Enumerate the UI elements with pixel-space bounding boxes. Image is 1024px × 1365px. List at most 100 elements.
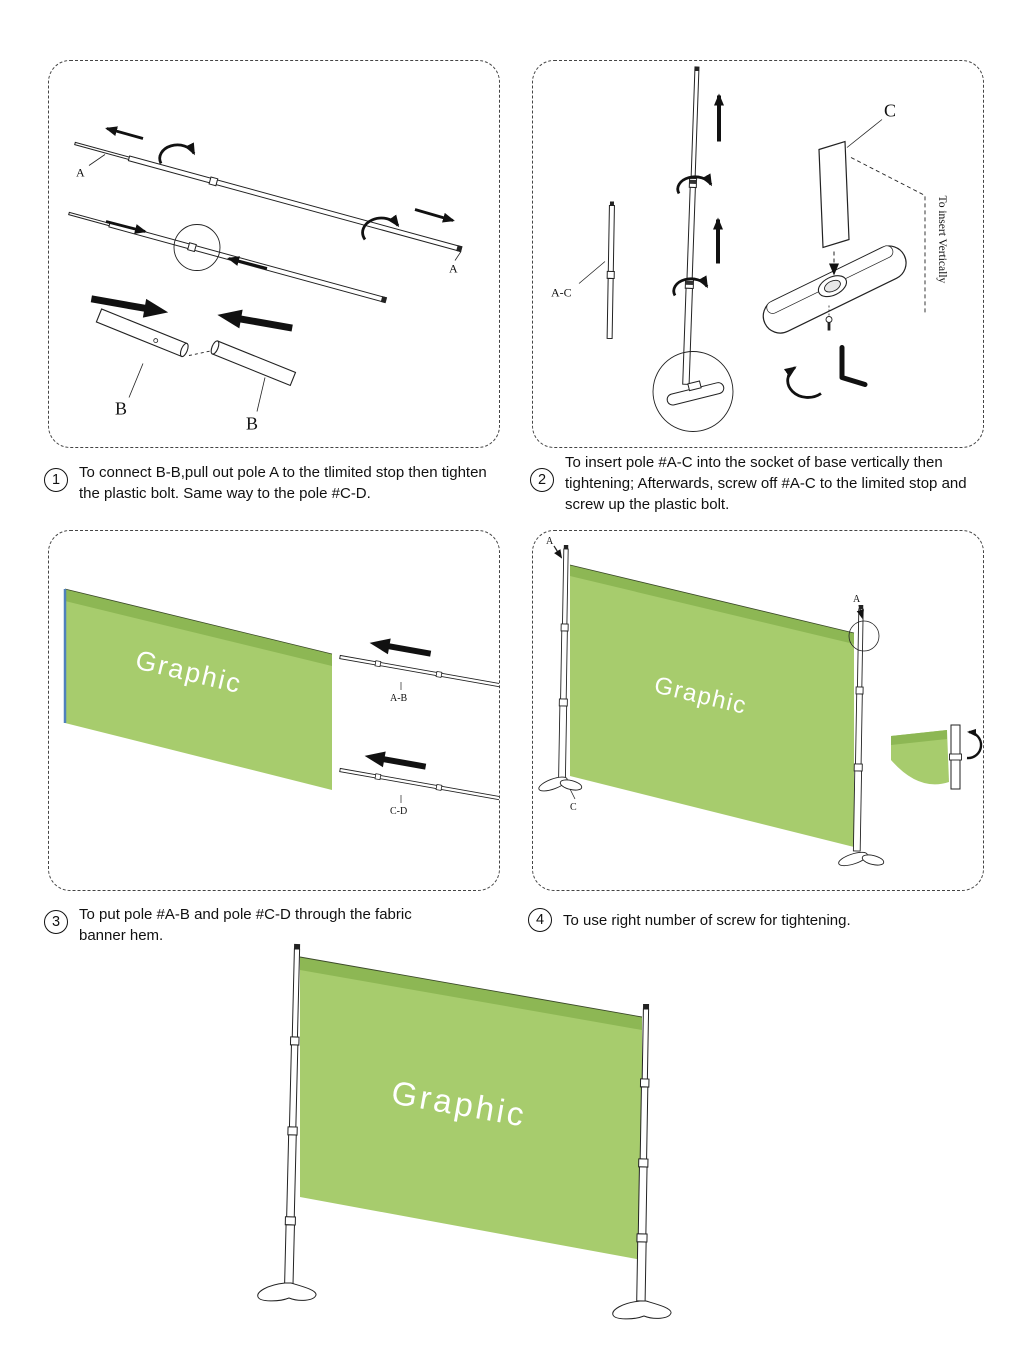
step-3: 3 To put pole #A-B and pole #C-D through… — [44, 904, 464, 946]
arrow-rotate-collar-1 — [676, 173, 713, 195]
step-1-text: To connect B-B,pull out pole A to the tl… — [79, 464, 487, 502]
foot-detail-circle — [652, 351, 734, 432]
pole-a-upper — [74, 141, 463, 253]
fabric-banner: Graphic — [63, 588, 333, 790]
base-plate — [762, 245, 907, 334]
big-arrow-right — [90, 295, 169, 318]
foot-detail — [666, 380, 725, 406]
step1-figure: A A — [68, 126, 463, 434]
tube-b-left — [95, 308, 189, 358]
join-guide — [188, 350, 214, 356]
label-pole-ab: A-B — [390, 693, 408, 704]
arrow-rotate-key — [783, 366, 822, 399]
pole-ab — [339, 654, 499, 688]
step-1-number-text: 1 — [51, 471, 61, 488]
inset-banner-corner — [891, 730, 949, 785]
step-2-number-text: 2 — [537, 471, 547, 488]
insert-guide-lines — [850, 157, 926, 314]
fabric-banner: Graphic — [569, 564, 855, 847]
right-foot — [612, 1300, 672, 1320]
label-leader — [569, 788, 576, 800]
label-pole-ac: A-C — [551, 286, 572, 300]
arrow-rotate-collar-2 — [672, 275, 709, 297]
step-4-number-text: 4 — [535, 911, 545, 928]
label-leader — [128, 363, 144, 398]
left-foot — [257, 1282, 317, 1302]
left-pole — [558, 544, 569, 785]
hex-key — [839, 345, 868, 387]
banner-hem — [65, 589, 332, 666]
panel-step2-illustration: A-C C To insert Vertically — [532, 60, 984, 448]
arrow-rotate-right — [361, 214, 400, 241]
fabric-banner: Graphic — [299, 956, 643, 1260]
step-1-number: 1 — [44, 468, 68, 492]
note-insert-vertically: To insert Vertically — [936, 196, 948, 284]
pole-cd — [339, 767, 499, 801]
part-c — [818, 140, 850, 249]
arrow-rotate-inset — [966, 728, 983, 760]
label-arrow — [856, 604, 864, 619]
panel-step4-illustration: Graphic — [532, 530, 984, 891]
label-part-c: C — [884, 101, 896, 121]
label-corner-a-right: A — [853, 594, 861, 605]
banner-hem — [300, 957, 642, 1030]
panel-step3-illustration: Graphic A-B C-D — [48, 530, 500, 891]
label-leader — [88, 154, 106, 166]
banner-top-edge — [299, 956, 643, 1018]
pole-ac-collapsed — [606, 201, 615, 340]
panel-step1-illustration: A A — [48, 60, 500, 448]
arrow-pull-left — [105, 126, 144, 140]
step4-figure: Graphic — [538, 536, 983, 867]
arrow-pull-right — [414, 208, 455, 223]
banner-face — [300, 957, 642, 1260]
tube-b-right — [210, 340, 297, 387]
arrow-rotate-upper — [158, 142, 196, 165]
big-arrow-left — [217, 309, 293, 332]
label-leader — [846, 119, 883, 148]
arrow-cd-left — [364, 751, 427, 770]
right-pole — [636, 1003, 650, 1302]
banner-top-edge — [569, 564, 855, 634]
label-arrow — [553, 545, 563, 559]
arrow-slide-right — [105, 220, 147, 234]
right-pole — [852, 604, 864, 852]
arrow-slide-left — [227, 256, 268, 270]
label-leader — [256, 377, 266, 412]
pole-ac-upright — [682, 66, 700, 385]
step-2-number: 2 — [530, 468, 554, 492]
label-tube-b-left: B — [115, 399, 127, 419]
label-corner-a-left: A — [546, 536, 554, 547]
banner-face — [570, 565, 854, 847]
label-pole-a-right: A — [449, 262, 458, 276]
label-tube-b-right: B — [246, 414, 258, 434]
step-3-text: To put pole #A-B and pole #C-D through t… — [79, 906, 412, 944]
step-2: 2 To insert pole #A-C into the socket of… — [530, 452, 1000, 515]
step-1: 1 To connect B-B,pull out pole A to the … — [44, 462, 489, 504]
left-pole — [283, 943, 301, 1296]
step-2-text: To insert pole #A-C into the socket of b… — [565, 454, 967, 513]
arrow-ab-left — [369, 638, 432, 657]
corner-detail-circle — [848, 620, 880, 652]
joint-detail-circle — [173, 224, 221, 271]
label-foot-c: C — [570, 802, 577, 813]
banner-hem — [570, 565, 854, 644]
step-4-number: 4 — [528, 908, 552, 932]
assembled-stand: Graphic — [257, 943, 672, 1320]
label-pole-cd: C-D — [390, 806, 407, 817]
label-leader — [454, 251, 462, 261]
label-pole-a-left: A — [76, 166, 85, 180]
inset-collar — [949, 753, 962, 761]
step3-figure: Graphic A-B C-D — [63, 588, 499, 817]
banner-top-edge — [64, 588, 333, 655]
corner-detail-inset — [891, 724, 983, 790]
screw — [825, 305, 833, 331]
step-3-number-text: 3 — [51, 913, 61, 930]
step-4: 4 To use right number of screw for tight… — [528, 908, 988, 932]
left-foot — [538, 776, 583, 792]
step-3-number: 3 — [44, 910, 68, 934]
step-4-text: To use right number of screw for tighten… — [563, 912, 851, 929]
label-leader — [578, 261, 606, 284]
step2-figure: A-C C To insert Vertically — [551, 66, 948, 432]
inset-banner-hem — [891, 730, 947, 745]
